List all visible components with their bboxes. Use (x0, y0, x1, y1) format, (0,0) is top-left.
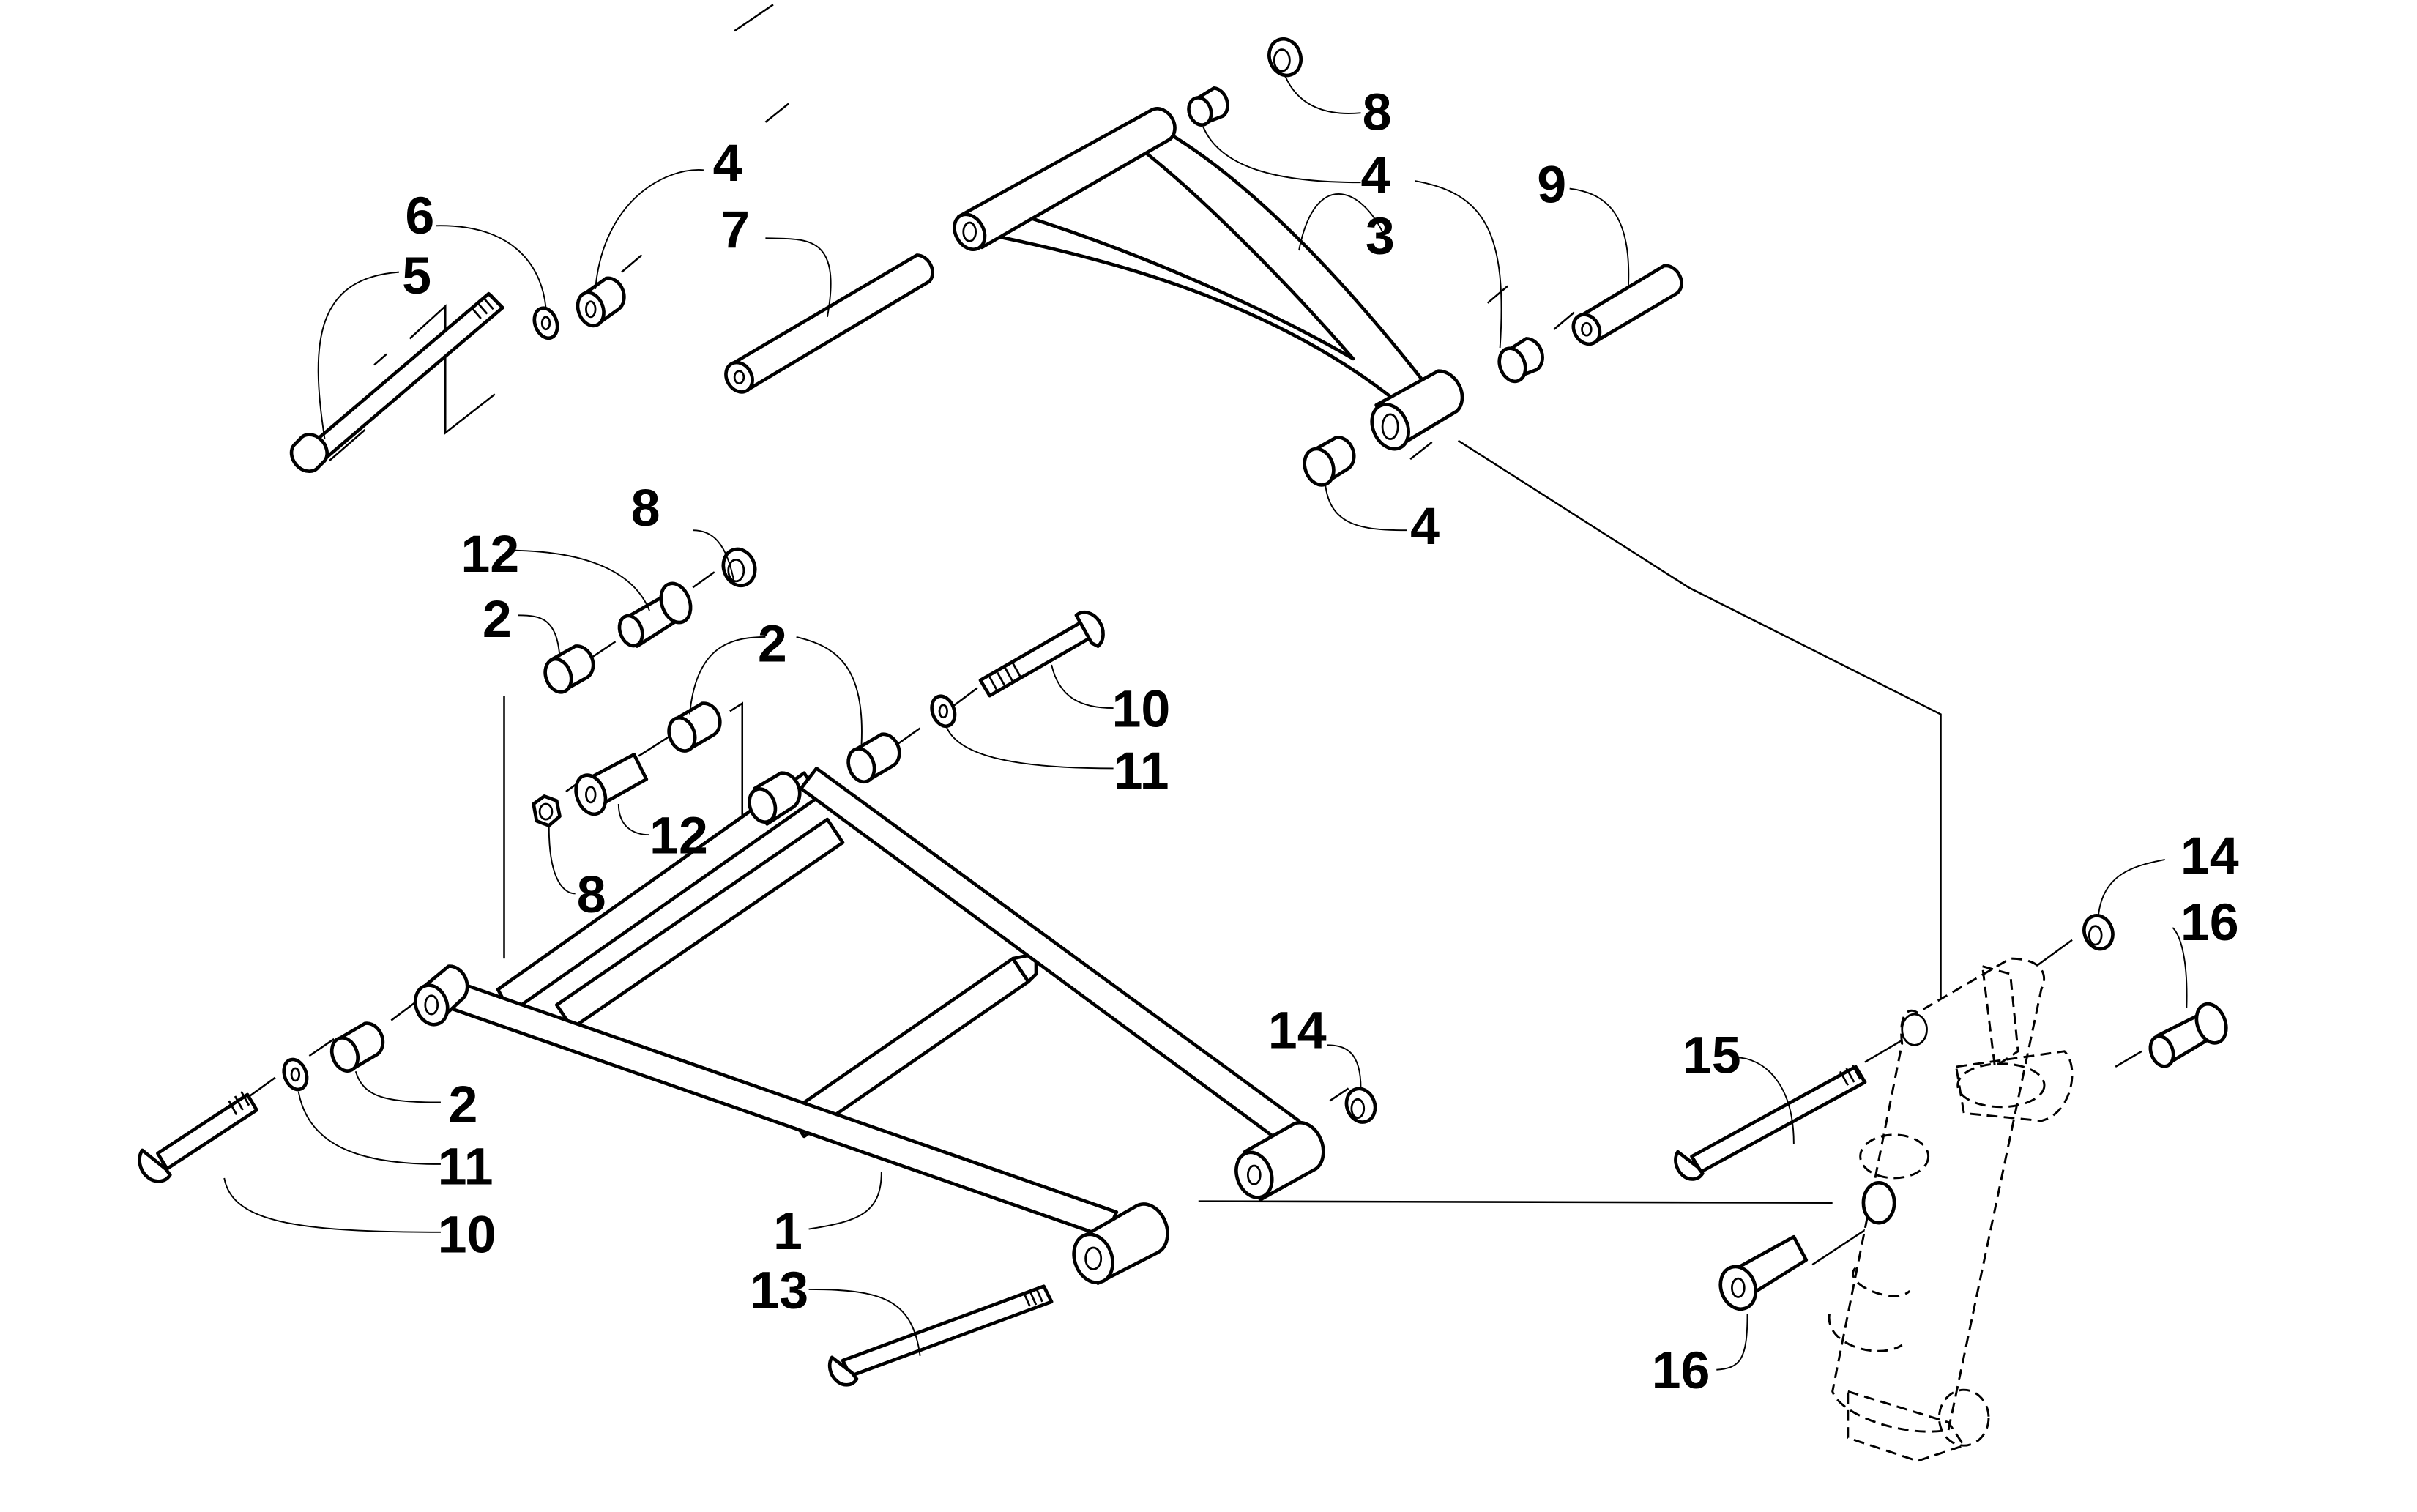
callout-8: 8 (631, 479, 660, 537)
callout-3: 3 (1366, 206, 1395, 265)
knuckle-leader-lines (1716, 859, 2188, 1371)
flanged-sleeve-12-a (617, 581, 693, 648)
callout-11: 11 (1114, 742, 1169, 800)
bushing-2-d (329, 1021, 385, 1073)
steering-knuckle-phantom (1828, 957, 2074, 1462)
callout-1: 1 (773, 1202, 802, 1261)
callout-4: 4 (1410, 497, 1440, 556)
callout-4: 4 (713, 134, 742, 193)
knuckle-axis-lines (1457, 439, 2142, 1266)
callout-labels: 1 2 2 2 3 4 4 4 5 6 7 8 8 8 9 10 10 11 1… (402, 83, 2239, 1400)
sleeve-9 (1571, 264, 1683, 346)
callout-8: 8 (1363, 83, 1392, 141)
flanged-sleeve-12-b (574, 753, 649, 816)
callout-7: 7 (720, 201, 750, 259)
flanged-bushing-16-a (2148, 1002, 2228, 1068)
bolt-15 (1674, 1065, 1867, 1181)
lower-a-arm-assembly (138, 529, 1833, 1387)
callout-12: 12 (649, 807, 708, 865)
callout-14: 14 (1268, 1002, 1327, 1060)
callout-10: 10 (438, 1205, 496, 1264)
bushing-2-b (667, 701, 722, 753)
upper-leader-lines (317, 75, 1630, 532)
upper-a-arm-assembly (289, 4, 1683, 532)
upper-a-arm-3 (953, 107, 1464, 451)
steering-knuckle-assembly (1457, 439, 2228, 1462)
callout-4: 4 (1361, 146, 1390, 205)
bolt-13 (827, 1284, 1054, 1387)
bushing-4-right (1497, 337, 1544, 384)
lock-nut-14-a (1344, 1087, 1377, 1124)
washer-11-b (282, 1057, 309, 1092)
flange-bolt-10-a (978, 611, 1105, 698)
lock-nut-14-b (2082, 914, 2115, 951)
callout-13: 13 (750, 1261, 808, 1319)
lock-nut-8-a (721, 547, 757, 588)
washer-11-a (930, 694, 957, 729)
callout-11: 11 (438, 1137, 494, 1196)
callout-2: 2 (448, 1076, 477, 1134)
callout-15: 15 (1683, 1026, 1741, 1084)
callout-16: 16 (1652, 1341, 1710, 1400)
bushing-4-bottom (1303, 436, 1356, 487)
callout-9: 9 (1537, 156, 1566, 215)
callout-2: 2 (758, 615, 787, 674)
bushing-4-left (576, 276, 626, 328)
sleeve-7 (724, 253, 934, 394)
callout-10: 10 (1112, 679, 1171, 738)
lower-leader-lines (223, 529, 1362, 1356)
callout-8: 8 (577, 865, 606, 924)
callout-2: 2 (483, 590, 512, 649)
callout-5: 5 (402, 247, 431, 305)
bushing-4-top (1187, 86, 1229, 127)
callout-14: 14 (2180, 827, 2239, 885)
lower-a-arm-1 (413, 767, 1325, 1285)
callout-12: 12 (461, 525, 519, 584)
washer-6 (532, 306, 559, 340)
bushing-2-a (543, 644, 595, 694)
lock-nut-8-b (532, 794, 562, 827)
flange-bolt-10-b (138, 1091, 258, 1183)
bolt-5 (289, 291, 504, 473)
flanged-bushing-16-b (1718, 1234, 1809, 1311)
lock-nut-8-top (1267, 37, 1303, 78)
callout-6: 6 (405, 187, 434, 245)
assembly-axis-lines (329, 4, 1575, 462)
bushing-2-c (846, 732, 901, 784)
callout-16: 16 (2180, 893, 2239, 952)
